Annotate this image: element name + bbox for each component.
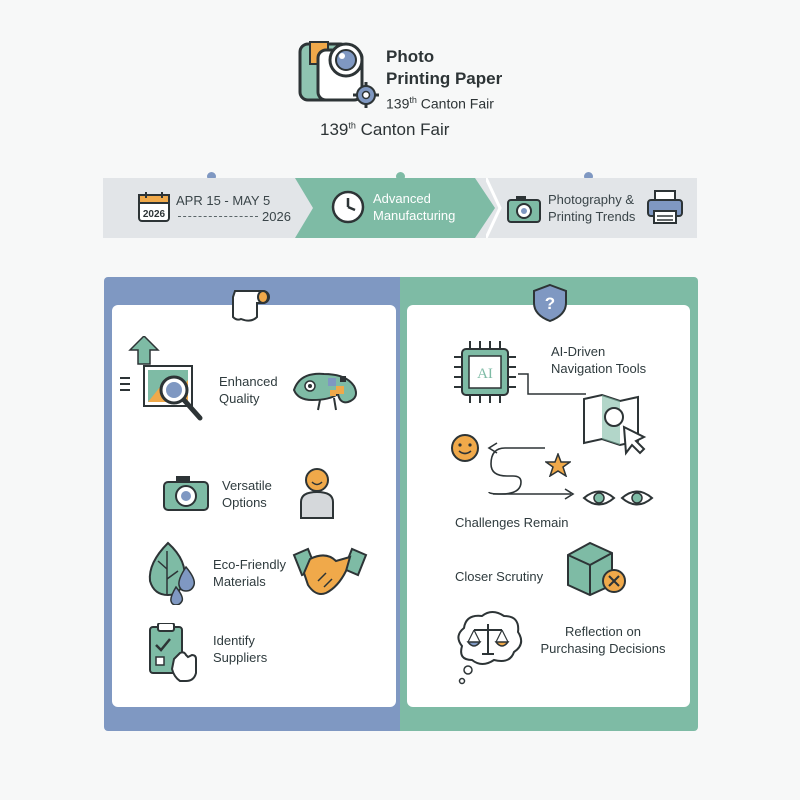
svg-text:?: ?: [545, 294, 555, 313]
reflection-label: Reflection on Purchasing Decisions: [540, 624, 666, 656]
person-icon: [300, 468, 334, 519]
timeline-dot-3: [584, 172, 593, 181]
ai-chip-label: AI: [477, 366, 493, 382]
right-card: [407, 305, 690, 707]
title-block: Photo Printing Paper 139th Canton Fair: [386, 46, 566, 114]
timeline-dot-1: [207, 172, 216, 181]
paper-roll-icon: [232, 290, 270, 322]
ai-navigation-label: AI-Driven Navigation Tools: [551, 344, 647, 376]
box-reject-icon: [567, 541, 626, 597]
photo-paper-logo-icon: [298, 41, 379, 108]
versatile-options-label: Versatile Options: [222, 478, 272, 510]
connector-line: [518, 373, 586, 395]
printer-icon: [647, 190, 683, 224]
winding-path-arrow: [487, 442, 575, 500]
shield-question-icon: ?: [533, 283, 567, 323]
leaf-drops-icon: [148, 541, 196, 605]
enhanced-quality-label: Enhanced Quality: [219, 374, 278, 406]
title-fair-line: 139th Canton Fair: [386, 95, 494, 112]
camera-small-icon: [163, 476, 209, 511]
calendar-year: 2026: [143, 209, 166, 220]
handshake-icon: [292, 547, 368, 595]
calendar-icon: 2026: [138, 192, 170, 222]
date-range: APR 15 - MAY 5: [176, 193, 271, 208]
camera-icon: [507, 196, 541, 223]
timeline-chevron-divider: [486, 178, 502, 238]
ai-chip-icon: AI: [454, 341, 516, 403]
closer-scrutiny-label: Closer Scrutiny: [455, 569, 544, 584]
map-cursor-icon: [583, 393, 647, 456]
clipboard-check-icon: [149, 623, 197, 682]
advanced-manufacturing-label: Advanced Manufacturing: [373, 191, 456, 223]
eyes-icon: [582, 490, 654, 506]
identify-suppliers-label: Identify Suppliers: [213, 633, 268, 665]
date-year: 2026: [262, 209, 291, 224]
smiley-icon: [451, 434, 479, 462]
thought-scale-icon: [457, 611, 523, 685]
chameleon-icon: [292, 372, 357, 411]
photography-trends-label: Photography & Printing Trends: [548, 192, 636, 224]
timeline-dot-2: [396, 172, 405, 181]
enhanced-quality-icon: [120, 336, 203, 421]
challenges-remain-label: Challenges Remain: [455, 515, 569, 530]
star-icon: [545, 453, 571, 477]
eco-friendly-label: Eco-Friendly Materials: [213, 557, 286, 589]
title-line-1: Photo: [386, 47, 435, 66]
title-line-2: Printing Paper: [386, 69, 503, 88]
page-subtitle: 139th Canton Fair: [320, 120, 450, 139]
date-dashed-line: [178, 216, 258, 217]
clock-icon: [331, 190, 365, 224]
